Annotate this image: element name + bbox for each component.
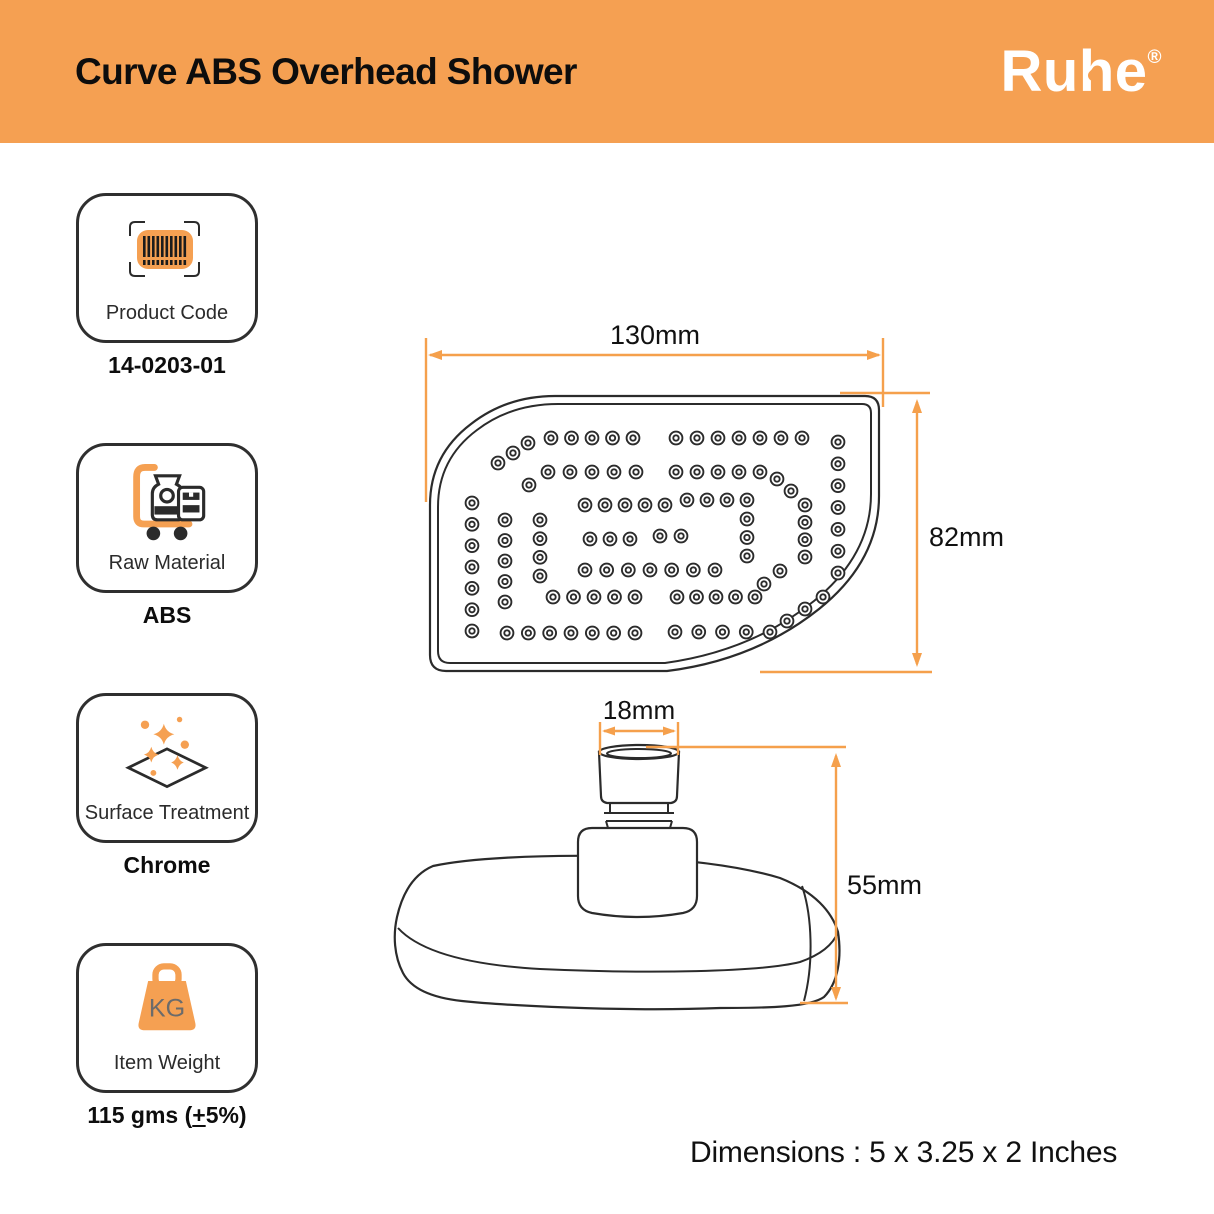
card-label: Item Weight <box>113 1052 221 1074</box>
material-trolley-icon <box>133 464 206 541</box>
top-view-drawing <box>428 394 881 673</box>
surface-treatment-value: Chrome <box>123 852 211 878</box>
dimension-55mm: 55mm <box>646 745 922 1005</box>
side-view-height-label: 55mm <box>847 870 922 900</box>
header-bar: Curve ABS Overhead Shower Ruhe® <box>0 0 1214 143</box>
registered-mark: ® <box>1147 46 1162 68</box>
product-code-card: Product Code <box>76 193 258 343</box>
page-title: Curve ABS Overhead Shower <box>75 50 577 92</box>
card-label: Surface Treatment <box>84 802 250 824</box>
brand-logo: Ruhe® <box>1001 42 1163 101</box>
side-view-drawing <box>393 743 841 1011</box>
surface-treatment-block: Surface Treatment Chrome <box>76 693 258 879</box>
connector-width-label: 18mm <box>603 695 675 725</box>
item-weight-block: KG Item Weight 115 gms (+5%) <box>76 943 258 1129</box>
overall-dimensions-text: Dimensions : 5 x 3.25 x 2 Inches <box>690 1136 1118 1169</box>
top-view-height-label: 82mm <box>929 522 1004 552</box>
surface-treatment-card: Surface Treatment <box>76 693 258 843</box>
raw-material-block: Raw Material ABS <box>76 443 258 629</box>
item-weight-value: 115 gms (+5%) <box>87 1102 247 1128</box>
plus-minus-sign: + <box>192 1102 206 1128</box>
nozzle-holes <box>464 430 846 641</box>
product-code-block: Product Code 14-0203-01 <box>76 193 258 379</box>
top-view-width-label: 130mm <box>610 320 700 350</box>
card-label: Product Code <box>105 302 229 324</box>
raw-material-card: Raw Material <box>76 443 258 593</box>
brand-name: Ruhe <box>1000 38 1148 104</box>
dimension-130mm: 130mm <box>424 320 885 502</box>
item-weight-card: KG Item Weight <box>76 943 258 1093</box>
raw-material-value: ABS <box>142 602 192 628</box>
barcode-icon <box>129 221 200 277</box>
card-label: Raw Material <box>108 552 226 574</box>
connector-top <box>597 743 681 805</box>
dimension-18mm: 18mm <box>598 695 680 755</box>
connector-neck <box>604 803 674 829</box>
sparkle-diamond-icon <box>125 716 209 789</box>
product-code-value: 14-0203-01 <box>108 352 226 378</box>
dimension-82mm: 82mm <box>760 391 1004 674</box>
kg-weight-icon: KG <box>138 963 196 1031</box>
kg-label: KG <box>149 995 185 1023</box>
